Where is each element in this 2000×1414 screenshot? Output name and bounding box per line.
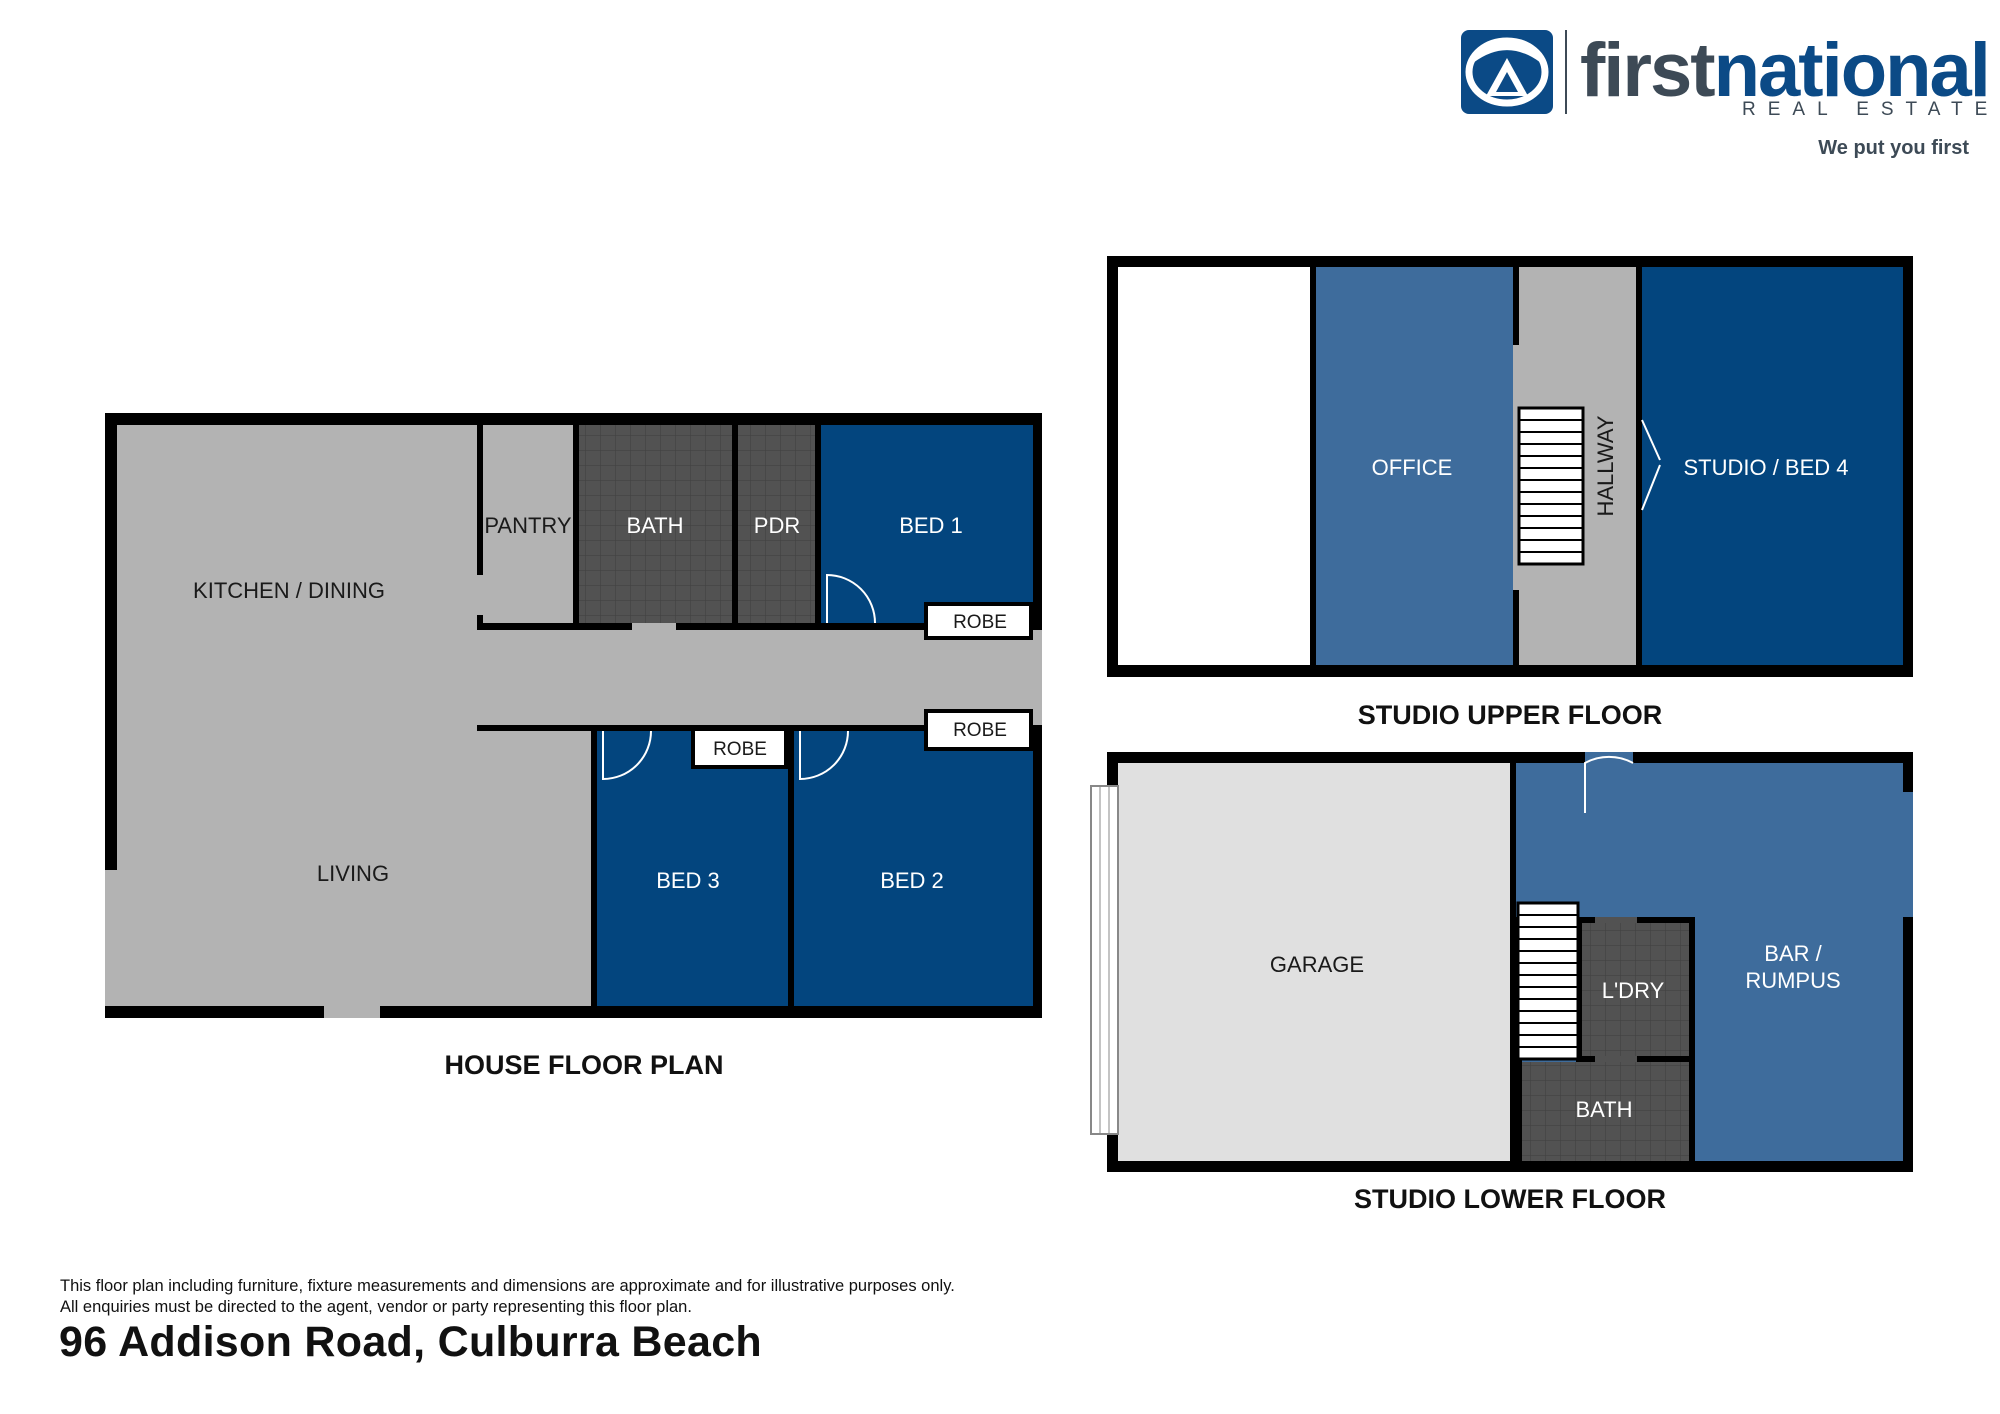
bath-room — [579, 425, 732, 623]
house-floor-plan: KITCHEN / DINING LIVING PANTRY BATH PDR … — [105, 413, 1042, 1080]
bar-label-line2: RUMPUS — [1745, 968, 1840, 993]
pdr-room — [738, 425, 815, 623]
hallway-wall-top — [477, 623, 1033, 630]
laundry-door-gap — [1595, 917, 1637, 923]
studio-bed4-room — [1642, 267, 1903, 665]
bed2-door-swing — [799, 730, 849, 781]
studio-bed4-label: STUDIO / BED 4 — [1683, 455, 1848, 480]
robe3 — [695, 731, 784, 765]
living-label: LIVING — [317, 861, 389, 886]
rumpus-side-opening — [1903, 792, 1913, 917]
studio-upper-floor-plan: OFFICE HALLWAY STUDIO / BED 4 STUDIO UPP… — [1107, 256, 1913, 730]
hallway-end — [1033, 630, 1042, 725]
bed2-wall — [788, 731, 794, 1006]
bath-wall — [573, 425, 579, 623]
brand-slogan: We put you first — [1818, 137, 1969, 159]
bed2-label: BED 2 — [880, 868, 944, 893]
office-opening — [1513, 345, 1519, 590]
kitchen-dining-label: KITCHEN / DINING — [193, 578, 385, 603]
bed1-room — [821, 425, 1033, 623]
pantry-room — [483, 425, 573, 623]
disclaimer: This floor plan including furniture, fix… — [60, 1276, 955, 1318]
brand-name: firstnational — [1580, 28, 1989, 113]
pantry-label: PANTRY — [484, 513, 572, 538]
lower-bath-room — [1522, 1062, 1689, 1161]
hallway-label: HALLWAY — [1593, 415, 1618, 516]
bed2-room — [794, 731, 1033, 1006]
office-label: OFFICE — [1372, 455, 1453, 480]
lower-stairs — [1516, 901, 1580, 1061]
bed1-door-swing — [826, 573, 876, 624]
living-front-door — [324, 1006, 380, 1018]
disclaimer-line-1: This floor plan including furniture, fix… — [60, 1277, 955, 1295]
bed3-room — [597, 731, 788, 1006]
office-room — [1316, 267, 1513, 665]
robe1-label: ROBE — [953, 612, 1007, 633]
bed3-door-swing — [602, 730, 652, 781]
door-swings — [602, 573, 876, 781]
lower-floor-title: STUDIO LOWER FLOOR — [1354, 1184, 1666, 1214]
studio-lower-floor-plan: GARAGE BAR / RUMPUS L'DRY BATH STUDIO LO… — [1090, 752, 1913, 1214]
kitchen-living-area — [117, 425, 477, 1006]
bed1-label: BED 1 — [899, 513, 963, 538]
pantry-door-gap — [477, 575, 483, 615]
robe1 — [928, 606, 1029, 636]
bar-label-line1: BAR / — [1764, 941, 1822, 966]
studio-wall — [1636, 267, 1642, 665]
upper-floor-title: STUDIO UPPER FLOOR — [1358, 700, 1663, 730]
rumpus-door-swing — [1584, 755, 1634, 813]
robe2-label: ROBE — [953, 720, 1007, 741]
robe2 — [928, 713, 1029, 747]
pdr-label: PDR — [754, 513, 800, 538]
garage-door — [1090, 785, 1119, 1135]
hallway-wall-bottom — [477, 725, 1033, 731]
bed3-wall — [591, 725, 597, 1006]
laundry-room — [1582, 923, 1689, 1056]
pantry-wall — [477, 425, 483, 623]
garage-room — [1118, 763, 1510, 1161]
bed1-wall — [815, 425, 821, 623]
living-side-opening — [105, 870, 117, 1006]
upper-void-area — [1118, 267, 1310, 665]
disclaimer-line-2: All enquiries must be directed to the ag… — [60, 1298, 692, 1316]
garage-wall — [1510, 763, 1516, 1161]
bed3-label: BED 3 — [656, 868, 720, 893]
lower-bath-label: BATH — [1575, 1097, 1632, 1122]
first-national-emblem-icon — [1461, 30, 1553, 114]
pdr-wall — [732, 425, 738, 623]
studio-double-door-swing — [1641, 419, 1661, 511]
bath-door-gap — [632, 623, 676, 630]
laundry-label: L'DRY — [1602, 978, 1665, 1003]
bath-door-gap-lower — [1595, 1056, 1637, 1062]
upper-stairs — [1517, 406, 1585, 566]
house-plan-title: HOUSE FLOOR PLAN — [444, 1050, 723, 1080]
brand-logo: firstnational REAL ESTATE We put you fir… — [1461, 28, 1999, 159]
bath-label: BATH — [626, 513, 683, 538]
property-address: 96 Addison Road, Culburra Beach — [59, 1318, 762, 1366]
robe3-label: ROBE — [713, 739, 767, 760]
brand-subtitle: REAL ESTATE — [1742, 99, 1999, 120]
garage-label: GARAGE — [1270, 952, 1364, 977]
